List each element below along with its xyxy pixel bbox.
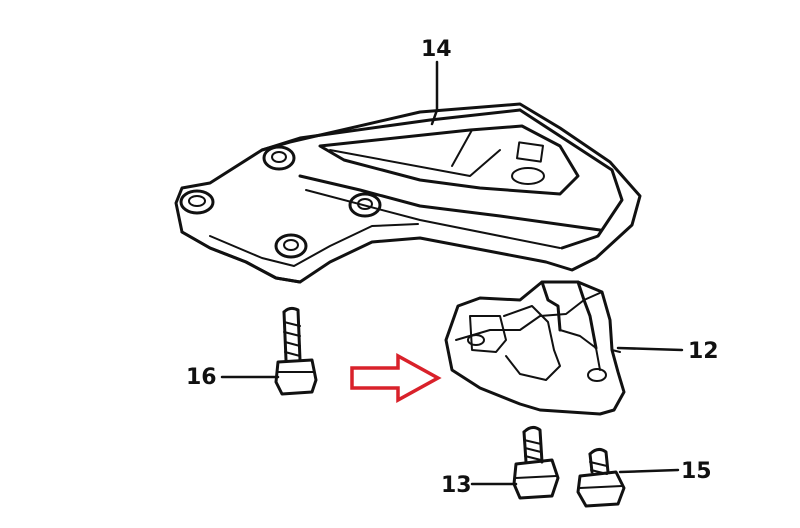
bolt-boss (179, 189, 215, 215)
part-13-stud-bolt (470, 425, 560, 500)
part-14-mounting-bracket (174, 60, 642, 284)
callout-14: 14 (421, 37, 452, 62)
bolt-boss (274, 233, 308, 259)
leader-line-14 (430, 60, 439, 126)
callout-16: 16 (186, 365, 217, 390)
bolt-boss (262, 145, 296, 171)
callout-15: 15 (681, 459, 712, 484)
leader-line-12 (616, 346, 684, 352)
part-12-engine-mount (444, 280, 684, 416)
leader-line-15 (618, 468, 680, 474)
part-16-stud-bolt (220, 306, 318, 396)
bolt-boss (348, 192, 382, 218)
callout-12: 12 (688, 339, 719, 364)
callout-13: 13 (441, 473, 472, 498)
part-15-stud-bolt (576, 447, 680, 508)
red-arrow-icon (350, 353, 442, 403)
